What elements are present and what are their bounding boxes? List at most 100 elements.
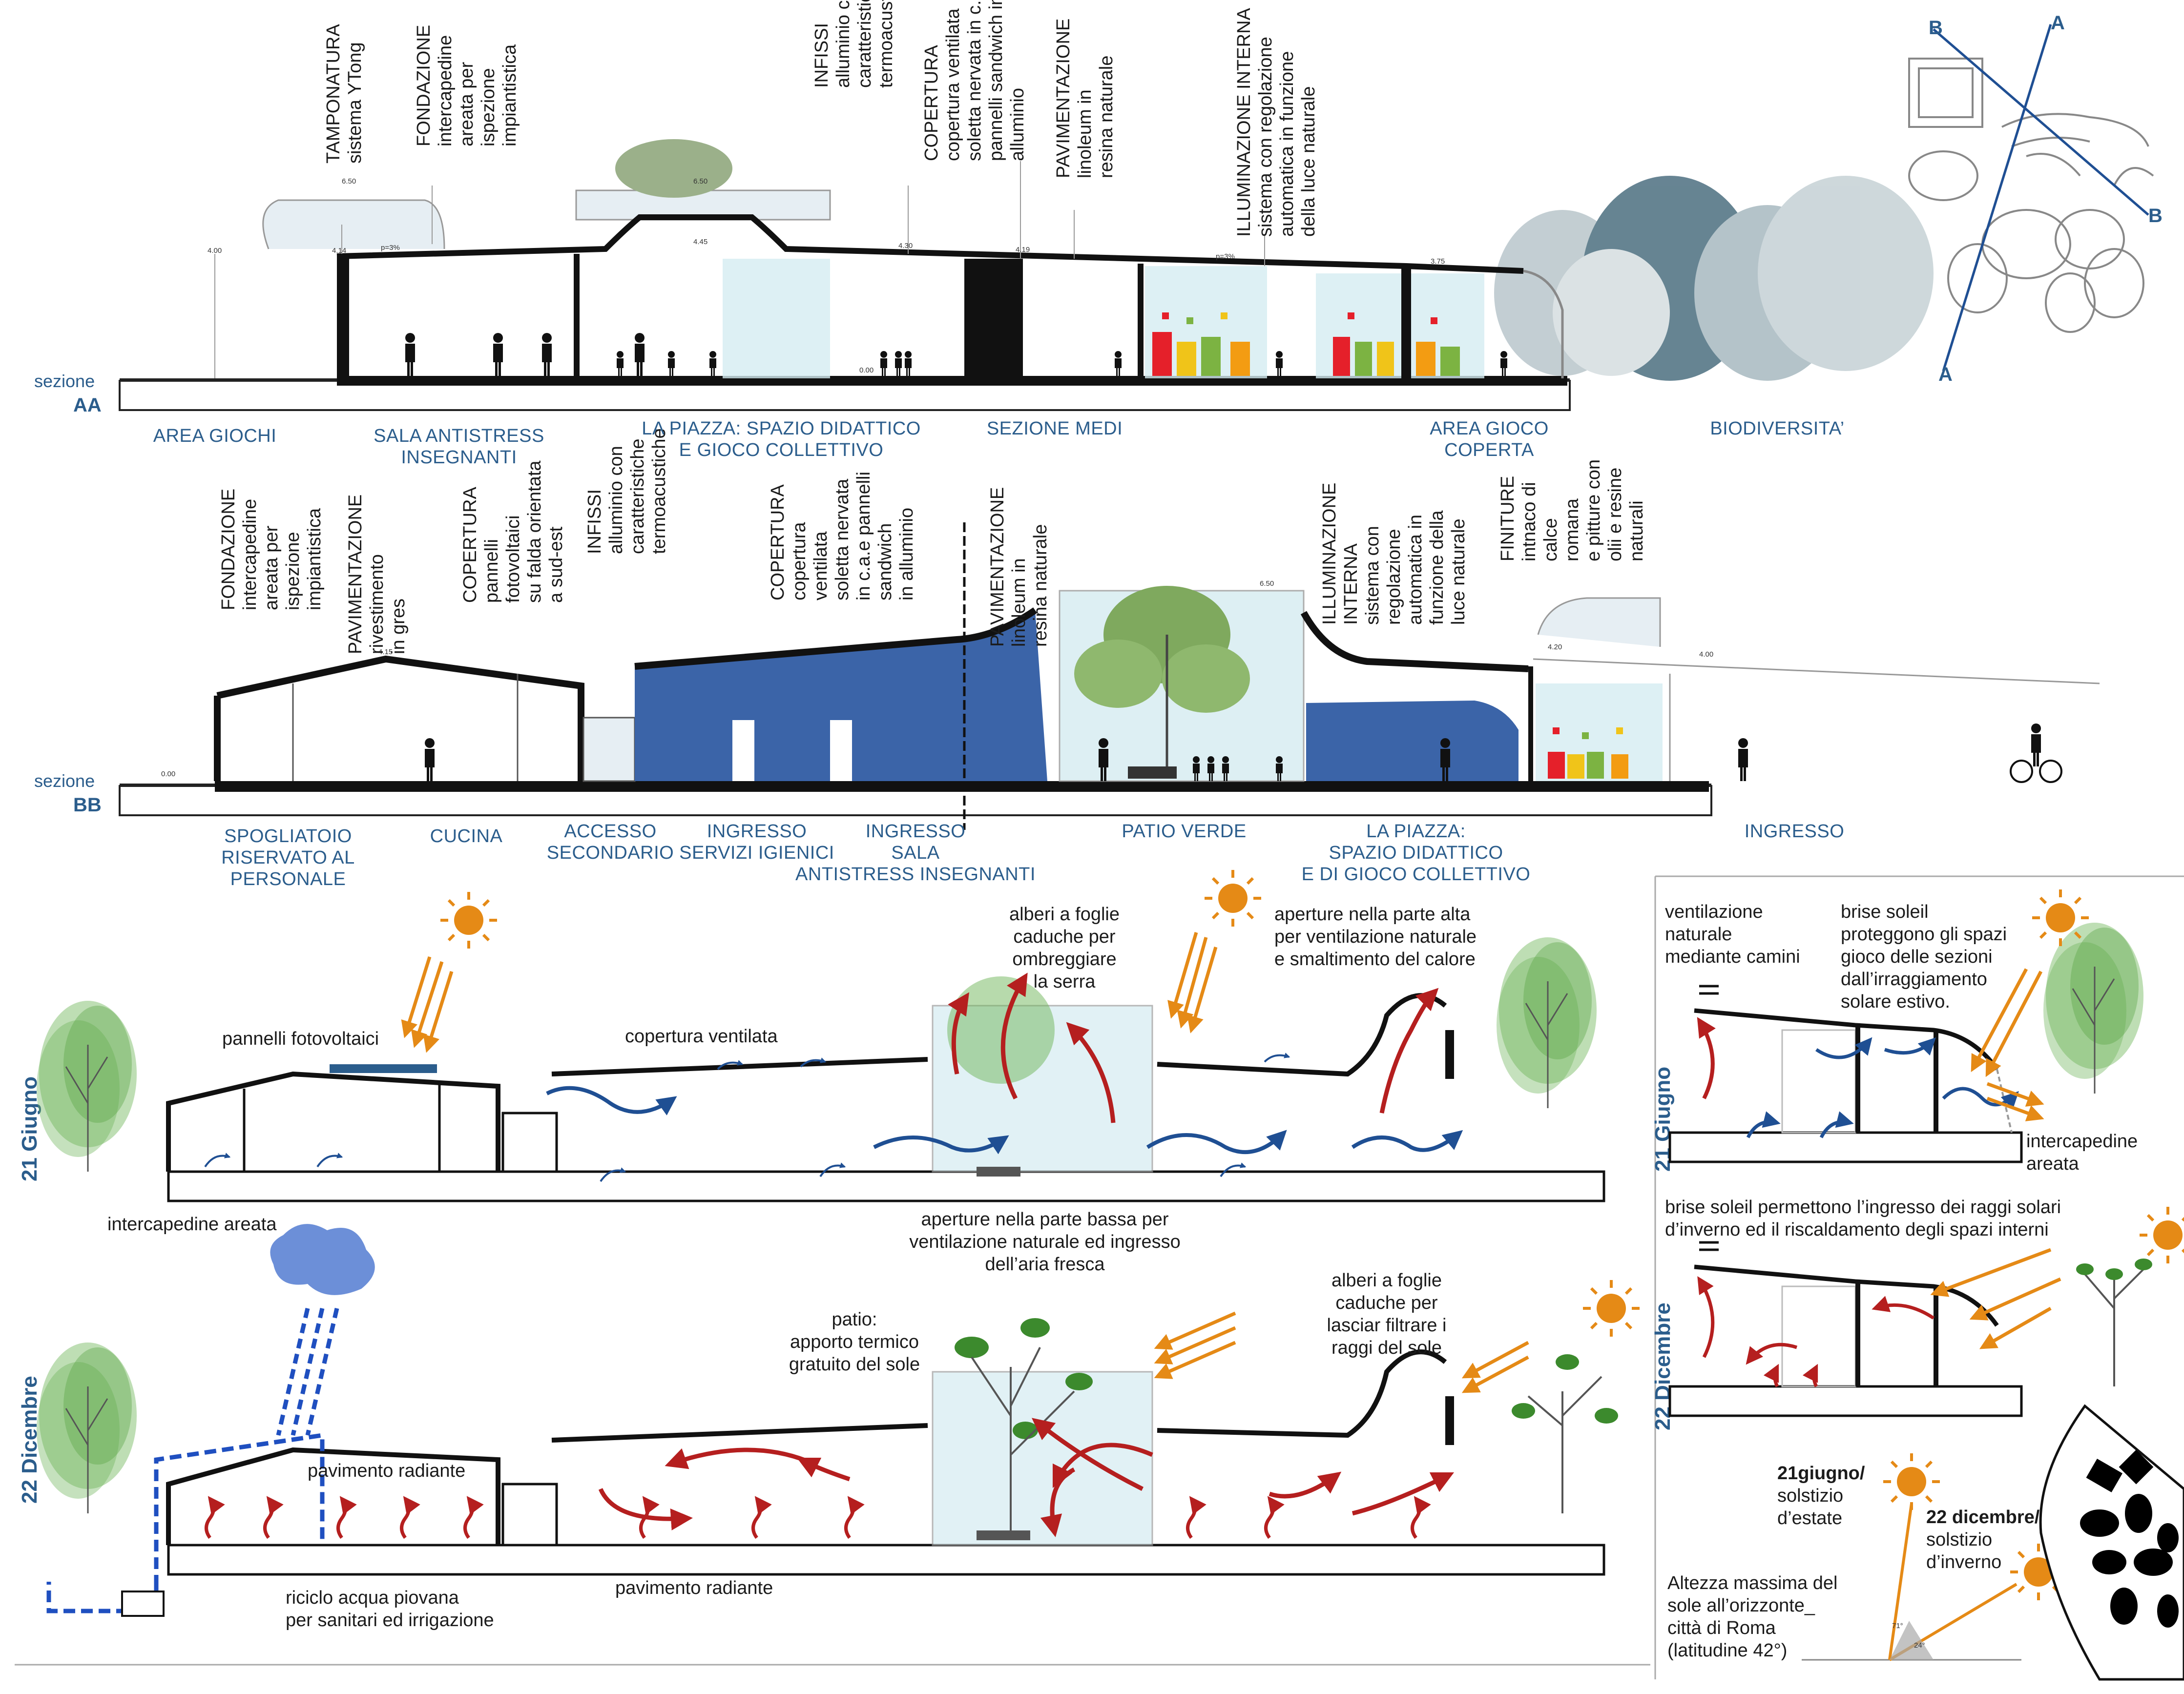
radiant-heat bbox=[205, 1496, 1431, 1539]
elevations-bb: 0.00 4.15 6.50 4.20 4.00 bbox=[161, 579, 1713, 778]
svg-text:0.00: 0.00 bbox=[859, 366, 874, 374]
summer-notes: pannelli fotovoltaici copertura ventilat… bbox=[107, 904, 1477, 1275]
svg-text:TAMPONATURAsistema YTong: TAMPONATURAsistema YTong bbox=[323, 24, 365, 164]
svg-text:CUCINA: CUCINA bbox=[430, 826, 503, 847]
biodiversity-trees bbox=[1494, 176, 1934, 381]
svg-text:FONDAZIONEintercapedineareata: FONDAZIONEintercapedineareata perispezio… bbox=[218, 489, 325, 610]
svg-text:A: A bbox=[1938, 364, 1953, 385]
people-bb bbox=[425, 723, 2062, 783]
svg-text:FINITUREintnaco dicalceromanae: FINITUREintnaco dicalceromanae pitture c… bbox=[1498, 459, 1647, 561]
svg-text:4.00: 4.00 bbox=[208, 247, 222, 255]
section-bb-label: sezione bbox=[34, 771, 95, 791]
svg-text:0.00: 0.00 bbox=[161, 770, 175, 778]
svg-text:6.50: 6.50 bbox=[693, 177, 707, 186]
section-aa: 4.00 4.14 6.50 p=3% 4.45 6.50 4.30 4.19 p=3% 3.75… bbox=[34, 0, 1934, 468]
svg-text:A: A bbox=[2051, 12, 2065, 34]
figure-ground-plan bbox=[2039, 1404, 2184, 1681]
color-panels-bb bbox=[1548, 727, 1628, 779]
svg-text:B: B bbox=[1929, 17, 1943, 39]
elevations-aa: 4.00 4.14 6.50 p=3% 4.45 6.50 4.30 4.19 p=3% 3.75… bbox=[208, 177, 1445, 374]
cloud-icon bbox=[270, 1224, 375, 1295]
svg-text:COPERTURAcopertura ventilataso: COPERTURAcopertura ventilatasoletta nerv… bbox=[921, 0, 1028, 161]
svg-text:6.50: 6.50 bbox=[342, 177, 356, 186]
svg-text:4.45: 4.45 bbox=[693, 238, 707, 246]
winter-sun-rays bbox=[1154, 1311, 1529, 1393]
svg-text:24°: 24° bbox=[1914, 1641, 1925, 1650]
svg-text:intercapedine areata: intercapedine areata bbox=[107, 1214, 277, 1235]
svg-text:intercapedineareata: intercapedineareata bbox=[2026, 1131, 2138, 1174]
svg-text:p=3%: p=3% bbox=[381, 244, 400, 252]
section-aa-label: sezione bbox=[34, 371, 95, 391]
svg-text:pavimento radiante: pavimento radiante bbox=[615, 1578, 773, 1598]
specs-aa: TAMPONATURAsistema YTong FONDAZIONEinter… bbox=[323, 0, 1319, 237]
specs-bb: FONDAZIONEintercapedineareata perispezio… bbox=[218, 428, 1647, 654]
svg-text:INFISSIalluminio concaratteris: INFISSIalluminio concaratteristichetermo… bbox=[811, 0, 896, 88]
detail-winter: 22 Dicembre brise soleil permettono l’in… bbox=[1651, 1197, 2184, 1430]
svg-text:ILLUMINAZIONEINTERNAsistema co: ILLUMINAZIONEINTERNAsistema conregolazio… bbox=[1319, 483, 1469, 625]
svg-text:FONDAZIONEintercapedineareata: FONDAZIONEintercapedineareata perispezio… bbox=[414, 25, 520, 146]
svg-text:4.15: 4.15 bbox=[378, 648, 393, 656]
svg-text:PAVIMENTAZIONElinoleum inresin: PAVIMENTAZIONElinoleum inresina naturale bbox=[987, 487, 1051, 647]
svg-text:pannelli fotovoltaici: pannelli fotovoltaici bbox=[222, 1029, 379, 1049]
section-aa-code: AA bbox=[73, 394, 102, 416]
svg-text:4.14: 4.14 bbox=[332, 247, 346, 255]
svg-text:PAVIMENTAZIONErivestimentoin g: PAVIMENTAZIONErivestimentoin gres bbox=[345, 495, 409, 654]
svg-text:22 Dicembre: 22 Dicembre bbox=[1651, 1302, 1675, 1430]
summer-diagram: 21 Giugno pannelli fotovoltaici copertur… bbox=[18, 870, 1605, 1275]
svg-text:p=3%: p=3% bbox=[1216, 252, 1235, 261]
svg-text:pavimento radiante: pavimento radiante bbox=[308, 1461, 465, 1481]
svg-text:brise soleil permettono l’ingr: brise soleil permettono l’ingresso dei r… bbox=[1665, 1197, 2061, 1240]
summer-airflow bbox=[546, 1086, 1463, 1155]
svg-text:COPERTURApannellifotovoltaicis: COPERTURApannellifotovoltaicisu falda or… bbox=[460, 460, 566, 603]
svg-text:21 Giugno: 21 Giugno bbox=[1651, 1067, 1675, 1172]
svg-text:COPERTURAcoperturaventilatasol: COPERTURAcoperturaventilatasoletta nerva… bbox=[768, 472, 917, 600]
rain-icon bbox=[276, 1307, 339, 1436]
svg-text:PATIO VERDE: PATIO VERDE bbox=[1122, 821, 1246, 842]
key-plan: A A B B bbox=[1908, 12, 2163, 385]
svg-text:3.75: 3.75 bbox=[1431, 257, 1445, 266]
section-bb: 0.00 4.15 6.50 4.20 4.00 sezione BB FONDAZIO… bbox=[34, 428, 2100, 889]
svg-text:INGRESSO: INGRESSO bbox=[1745, 821, 1845, 842]
svg-text:71°: 71° bbox=[1892, 1622, 1903, 1630]
svg-text:PAVIMENTAZIONElinoleum inresin: PAVIMENTAZIONElinoleum inresina naturale bbox=[1053, 19, 1117, 178]
svg-text:4.30: 4.30 bbox=[898, 242, 913, 250]
svg-text:4.00: 4.00 bbox=[1699, 650, 1713, 659]
svg-text:aperture nella parte bassa per: aperture nella parte bassa perventilazio… bbox=[909, 1209, 1181, 1275]
color-panels-aa bbox=[1152, 312, 1460, 376]
svg-text:ILLUMINAZIONE INTERNAsistema c: ILLUMINAZIONE INTERNAsistema con regolaz… bbox=[1234, 8, 1319, 237]
svg-text:6.50: 6.50 bbox=[1260, 579, 1274, 588]
zone-area-giochi: AREA GIOCHI bbox=[153, 426, 277, 446]
section-bb-code: BB bbox=[73, 794, 102, 816]
winter-heat-flow bbox=[598, 1418, 1455, 1537]
svg-text:B: B bbox=[2148, 205, 2163, 227]
svg-text:21giugno/: 21giugno/ bbox=[1777, 1463, 1865, 1484]
summer-heat-flow bbox=[948, 972, 1439, 1123]
svg-text:4.20: 4.20 bbox=[1548, 643, 1562, 651]
svg-text:4.19: 4.19 bbox=[1016, 246, 1030, 254]
